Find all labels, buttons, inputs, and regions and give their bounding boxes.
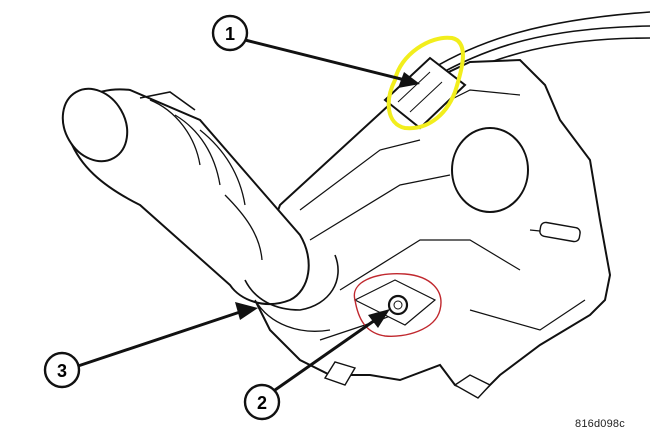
switch-lever	[61, 87, 339, 332]
callout-1-label: 1	[225, 24, 235, 44]
callout-3: 3	[43, 302, 258, 389]
callout-3-label: 3	[57, 361, 67, 381]
screw-highlight	[353, 273, 442, 337]
connector	[383, 56, 467, 130]
mounting-screw	[353, 279, 437, 326]
callout-1: 1	[211, 14, 420, 88]
switch-housing	[253, 58, 612, 399]
callout-2: 2	[243, 309, 390, 421]
callout-2-label: 2	[257, 393, 267, 413]
figure-code: 816d098c	[575, 418, 625, 430]
connector-highlight	[386, 35, 465, 131]
